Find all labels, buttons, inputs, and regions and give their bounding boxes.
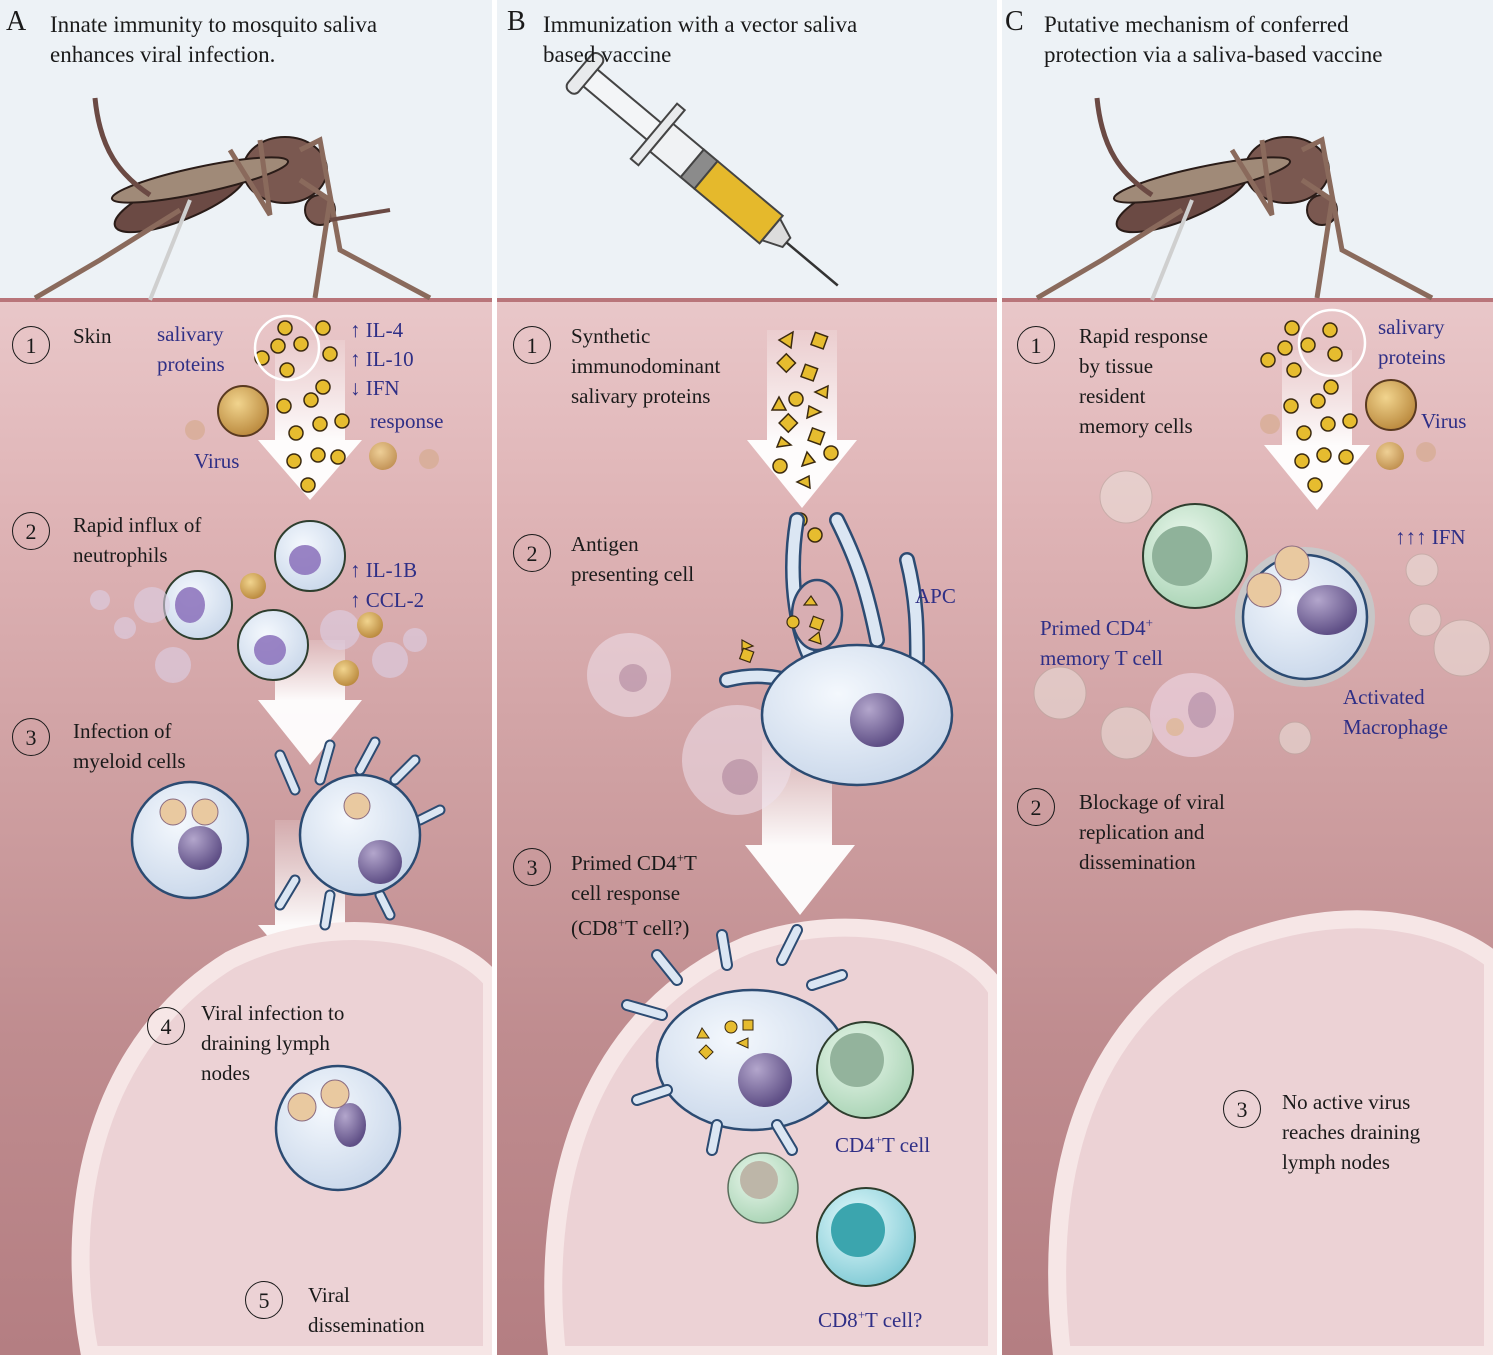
panel-c-illustration [1033,97,1493,1355]
sky-background [0,0,492,300]
step-text: Antigen presenting cell [571,532,695,586]
cd8-t-cell-label: CD8+T cell? [818,1300,922,1335]
label-part: T cell [882,1133,931,1157]
mosquito-icon [33,97,432,301]
apc-cell [719,512,954,787]
panel-a: A Innate immunity to mosquito saliva enh… [0,0,492,1355]
myeloid-cells [130,736,446,931]
skin-surface-line [1002,298,1493,302]
step-text-part: (CD8 [571,916,618,940]
label-part: T cell? [865,1308,923,1332]
step-text: Viral infection to draining lymph nodes [201,1001,345,1085]
neutrophils [90,520,427,686]
activated-macrophage [1235,545,1375,687]
sky-background [1002,0,1493,300]
infected-cell [274,1064,402,1192]
superscript: + [676,850,684,865]
virus-particles [185,385,439,470]
step-number: 2 [1017,788,1055,826]
highlight-circle [253,314,321,382]
step-text: Primed CD4+T cell response (CD8+T cell?) [571,843,771,943]
label-part: CD4 [835,1133,875,1157]
salivary-proteins [1260,320,1358,493]
primed-cd4-memory-t-cell [1142,503,1248,609]
step-number: 5 [245,1281,283,1319]
step-number: 3 [1223,1090,1261,1128]
panel-letter: B [507,6,526,37]
lymph-node-shape [1048,910,1493,1355]
label-part: Primed CD4 [1040,616,1146,640]
superscript: + [857,1307,866,1322]
step-text: Skin [73,324,112,348]
skin-surface-line [497,298,997,302]
step-number: 3 [12,718,50,756]
step-text: Infection of myeloid cells [73,719,186,773]
step-text-part: cell response [571,881,681,905]
lymph-node-apc [621,924,849,1156]
cytokine-label: ↑ IL-1B ↑ CCL-2 [350,558,425,612]
mosquito-icon [1035,97,1434,301]
panel-b-illustration [544,51,997,1355]
step-number: 2 [12,512,50,550]
ifn-label: ↑↑↑ IFN [1395,525,1466,549]
virus-label: Virus [1421,409,1467,433]
panel-a-illustration [33,97,492,1355]
step-text-part: Primed CD4 [571,851,677,875]
label-part: CD8 [818,1308,858,1332]
cytokine-label: ↑ IL-4 ↑ IL-10 ↓ IFN [350,318,414,400]
apc-label: APC [915,584,956,608]
superscript: + [617,915,626,930]
step-number: 1 [12,326,50,364]
sky-background [497,0,997,300]
background-dendritic-cells [587,633,792,815]
response-label: response [370,409,444,433]
step-number: 2 [513,534,551,572]
background-macrophage [1150,673,1234,757]
panel-title: Immunization with a vector saliva based … [543,12,858,67]
syringe-icon [565,51,839,287]
salivary-proteins [254,320,350,493]
step-text-part: T cell?) [625,916,690,940]
panel-c: C Putative mechanism of conferred protec… [1002,0,1493,1355]
step-text: Rapid influx of neutrophils [73,513,202,567]
panel-title: Innate immunity to mosquito saliva enhan… [50,12,378,67]
step-number: 4 [147,1007,185,1045]
activated-macrophage-label: Activated Macrophage [1343,685,1448,739]
step-text: No active virus reaches draining lymph n… [1282,1090,1421,1174]
panel-letter: A [6,6,27,37]
superscript: + [874,1132,883,1147]
t-cells [727,1021,916,1287]
step-number: 1 [1017,326,1055,364]
step-text: Synthetic immunodominant salivary protei… [571,324,721,408]
panel-letter: C [1005,6,1024,37]
step-text: Rapid response by tissue resident memory… [1079,324,1208,438]
step-text: Viral dissemination [308,1283,425,1337]
primed-cd4-label: Primed CD4+ memory T cell [1040,608,1240,673]
skin-surface-line [0,298,492,302]
virus-particles [1260,379,1436,470]
salivary-proteins-label: salivary proteins [1378,315,1446,369]
label-part: memory T cell [1040,646,1163,670]
salivary-proteins-label: salivary proteins [157,322,225,376]
step-text-part: T [683,851,697,875]
superscript: + [1145,615,1153,630]
cd4-t-cell-label: CD4+T cell [835,1125,930,1160]
highlight-circle [1297,308,1367,378]
panel-b: B Immunization with a vector saliva base… [497,0,997,1355]
step-number: 1 [513,326,551,364]
step-text: Blockage of viral replication and dissem… [1079,790,1225,874]
panel-title: Putative mechanism of conferred protecti… [1044,12,1383,67]
background-cells [1033,470,1491,760]
virus-label: Virus [194,449,240,473]
step-number: 3 [513,848,551,886]
synthetic-proteins [770,330,839,547]
